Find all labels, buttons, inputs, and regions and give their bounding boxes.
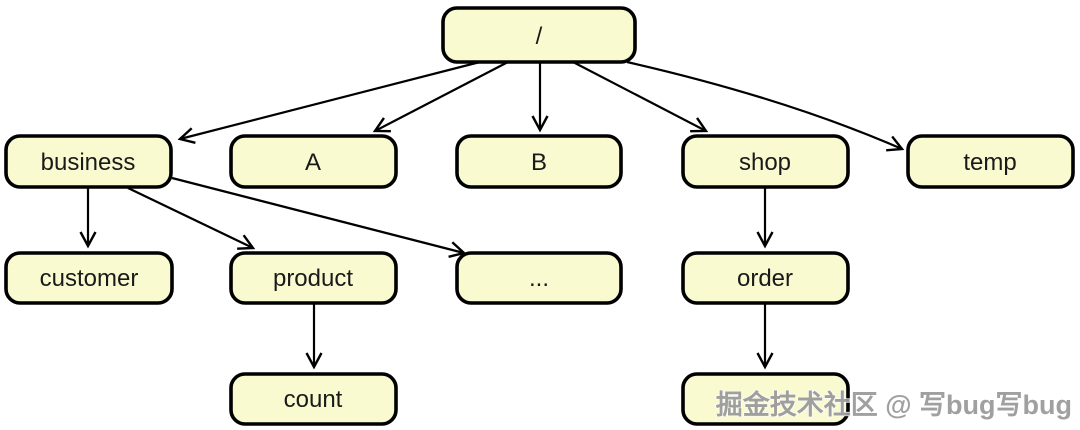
node-product-label: product bbox=[273, 265, 353, 292]
node-b-label: B bbox=[531, 149, 547, 176]
node-ellipsis-label: ... bbox=[529, 265, 549, 292]
node-temp: temp bbox=[906, 134, 1075, 189]
edge-business-ellipsis bbox=[171, 176, 467, 258]
edge-root-temp bbox=[626, 60, 905, 152]
node-customer-label: customer bbox=[40, 265, 139, 292]
node-order: order bbox=[681, 251, 850, 305]
node-temp-box bbox=[906, 134, 1075, 189]
node-b-box bbox=[455, 134, 623, 189]
watermark: 掘金技术社区 @ 写bug写bug bbox=[716, 389, 1072, 420]
node-ellipsis-box bbox=[455, 251, 623, 305]
nodes: / business A B shop temp bbox=[4, 6, 1075, 426]
node-shop-box bbox=[681, 134, 850, 189]
node-order-box bbox=[681, 251, 850, 305]
node-b: B bbox=[455, 134, 623, 189]
node-order-label: order bbox=[737, 265, 793, 292]
node-customer: customer bbox=[4, 251, 174, 305]
node-product-box bbox=[229, 251, 398, 305]
node-customer-box bbox=[4, 251, 174, 305]
node-root: / bbox=[441, 6, 637, 64]
edges bbox=[79, 60, 905, 370]
node-count-label: count bbox=[284, 386, 343, 413]
node-business-label: business bbox=[41, 149, 136, 176]
node-a-label: A bbox=[305, 149, 321, 176]
edge-root-business bbox=[177, 60, 481, 144]
node-order-child bbox=[681, 372, 850, 426]
edge-business-product bbox=[127, 187, 256, 250]
node-a: A bbox=[229, 134, 398, 189]
node-a-box bbox=[229, 134, 398, 189]
node-ellipsis: ... bbox=[455, 251, 623, 305]
node-business: business bbox=[4, 134, 173, 189]
node-business-box bbox=[4, 134, 173, 189]
node-product: product bbox=[229, 251, 398, 305]
node-shop: shop bbox=[681, 134, 850, 189]
node-root-label: / bbox=[536, 23, 543, 50]
edge-root-shop bbox=[572, 61, 709, 133]
node-root-box bbox=[441, 6, 637, 64]
node-order-child-box bbox=[681, 372, 850, 426]
node-shop-label: shop bbox=[739, 149, 791, 176]
node-temp-label: temp bbox=[963, 149, 1016, 176]
edge-root-a bbox=[372, 61, 509, 133]
node-count: count bbox=[229, 372, 398, 426]
node-count-box bbox=[229, 372, 398, 426]
